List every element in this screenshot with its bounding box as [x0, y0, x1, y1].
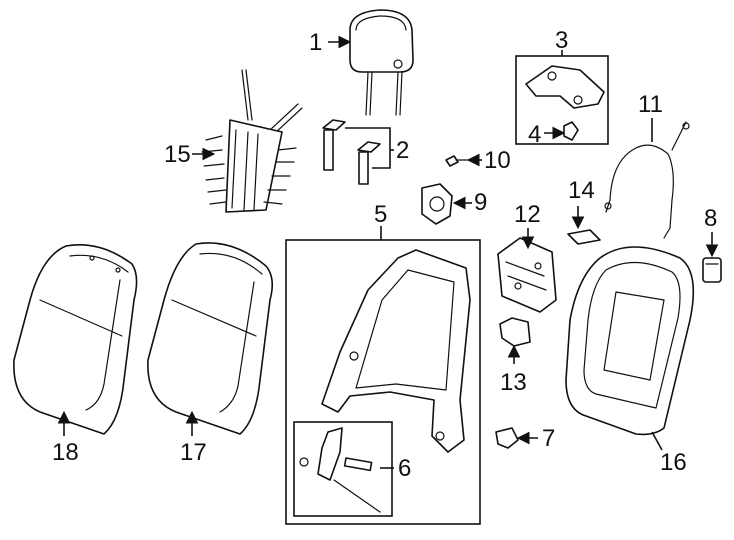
callout-17: 17 — [180, 439, 207, 466]
callout-11: 11 — [638, 91, 663, 118]
headrest-guide-part — [322, 119, 381, 185]
callout-8: 8 — [704, 205, 717, 232]
seatback-cover-part — [13, 244, 138, 435]
fastener-part — [495, 427, 519, 449]
part-6-box — [293, 421, 393, 517]
callout-13: 13 — [500, 369, 527, 396]
bracket-part — [525, 65, 605, 109]
connector-part — [702, 257, 722, 283]
lumbar-support-part — [201, 69, 303, 213]
seatback-panel-part — [565, 246, 695, 436]
callout-18: 18 — [52, 439, 79, 466]
callout-16: 16 — [660, 449, 687, 476]
part-5-box — [285, 239, 481, 525]
callout-10: 10 — [484, 147, 511, 174]
callout-1: 1 — [309, 29, 322, 56]
clip-small-part — [567, 229, 601, 245]
bolt-part — [445, 155, 475, 167]
callout-14: 14 — [568, 177, 595, 204]
mechanism-part — [497, 237, 557, 313]
callout-5: 5 — [374, 201, 387, 228]
cable-part — [604, 121, 690, 239]
callout-12: 12 — [514, 201, 541, 228]
callout-7: 7 — [542, 425, 555, 452]
switch-part — [499, 317, 531, 347]
callout-4: 4 — [528, 121, 541, 148]
callout-6: 6 — [398, 455, 411, 482]
callout-15: 15 — [164, 141, 191, 168]
seat-frame-part — [321, 249, 471, 453]
callout-2: 2 — [396, 137, 409, 164]
headrest-part — [349, 9, 414, 116]
callout-3: 3 — [555, 27, 568, 54]
recliner-actuator-part — [421, 183, 453, 225]
pivot-bracket-part — [299, 427, 381, 513]
seatback-cover-part — [147, 242, 274, 435]
callout-9: 9 — [474, 189, 487, 216]
clip-part — [563, 121, 579, 141]
